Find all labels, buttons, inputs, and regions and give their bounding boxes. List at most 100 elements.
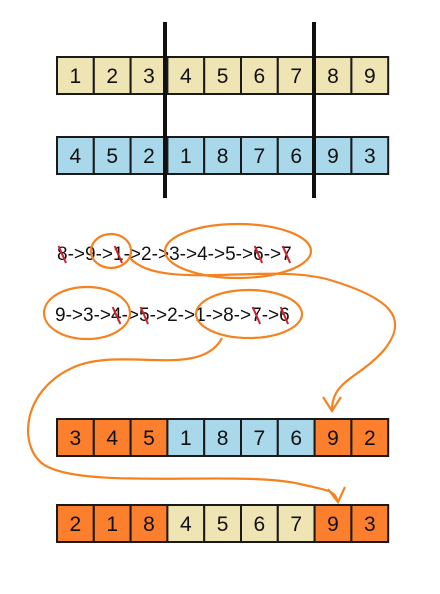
cell-value: 9: [327, 427, 339, 450]
array-cell: 7: [240, 418, 279, 457]
cell-value: 6: [254, 513, 266, 536]
cell-box: [129, 56, 169, 95]
array-cell: 6: [276, 418, 316, 457]
array-cell: 1: [166, 418, 206, 457]
cell-value: 8: [217, 427, 229, 450]
arrow-token: ->: [180, 244, 197, 265]
cell-box: [350, 56, 390, 95]
sequence-2: 9->3->4->5->2->1->8->7->6: [55, 305, 290, 326]
sequence-token: 2: [167, 305, 178, 326]
cell-value: 5: [217, 513, 229, 536]
arrow-token: ->: [66, 305, 83, 326]
cell-box: [166, 504, 206, 543]
cell-value: 4: [180, 65, 192, 88]
arrow-head-1: [322, 396, 342, 414]
cut-lines: [163, 22, 316, 198]
cell-box: [129, 418, 169, 457]
cell-value: 5: [143, 427, 155, 450]
cell-value: 3: [364, 513, 376, 536]
array-cell: 9: [313, 418, 353, 457]
array-cell: 5: [203, 56, 242, 95]
sequence-token: 9: [55, 305, 66, 326]
array-cell: 5: [203, 504, 242, 543]
cell-value: 5: [106, 145, 118, 168]
cell-box: [92, 56, 132, 95]
array-cell: 2: [129, 136, 169, 175]
cell-box: [276, 504, 316, 543]
cell-value: 7: [254, 427, 266, 450]
highlight-ellipse-4: [194, 288, 304, 340]
cell-value: 9: [327, 513, 339, 536]
array-cell: 1: [166, 136, 206, 175]
sequence-token: 2: [141, 244, 152, 265]
arrow-token: ->: [236, 244, 253, 265]
cell-value: 1: [70, 65, 82, 88]
array-cell: 8: [203, 418, 242, 457]
arrow-head-2: [327, 486, 346, 505]
connector-curve-1: [129, 257, 397, 411]
cell-value: 6: [254, 65, 266, 88]
highlight-ellipse-1: [89, 232, 133, 270]
cell-value: 2: [70, 513, 82, 536]
highlight-ellipse-3: [42, 285, 132, 341]
cell-value: 3: [70, 427, 82, 450]
cell-box: [129, 136, 169, 175]
cell-box: [92, 418, 132, 457]
cell-value: 8: [143, 513, 155, 536]
array-cell: 5: [92, 136, 132, 175]
cell-box: [350, 136, 390, 175]
array-cell: 4: [92, 418, 132, 457]
cell-value: 4: [106, 427, 118, 450]
strike-mark: [113, 245, 123, 264]
strike-mark: [251, 306, 262, 325]
cell-box: [350, 418, 390, 457]
highlight-ellipse-2: [163, 222, 313, 280]
cell-box: [203, 56, 242, 95]
strike-mark: [139, 306, 149, 325]
cell-box: [56, 56, 95, 95]
arrow-token: ->: [262, 305, 279, 326]
arrow-token: ->: [94, 305, 111, 326]
cell-value: 9: [364, 65, 376, 88]
cell-box: [276, 136, 316, 175]
array-cell: 3: [350, 504, 390, 543]
array-cell: 1: [92, 504, 132, 543]
arrow-token: ->: [206, 305, 223, 326]
array-cell: 6: [240, 56, 279, 95]
cell-value: 4: [180, 513, 192, 536]
array-cell: 4: [166, 56, 206, 95]
cell-value: 4: [70, 145, 82, 168]
array-cell: 8: [203, 136, 242, 175]
array-cell: 2: [56, 504, 95, 543]
array-cell: 3: [56, 418, 95, 457]
cell-box: [56, 418, 95, 457]
sequence-token: 3: [83, 305, 94, 326]
arrow-token: ->: [234, 305, 251, 326]
array-cell: 6: [276, 136, 316, 175]
cell-value: 9: [327, 145, 339, 168]
strike-mark: [111, 306, 122, 325]
sequence-token: 4: [197, 244, 208, 265]
array-cell: 7: [276, 56, 316, 95]
arrow-token: ->: [96, 244, 113, 265]
cell-value: 1: [180, 427, 192, 450]
sequences-layer: 8->9->1->2->3->4->5->6->79->3->4->5->2->…: [55, 244, 292, 326]
array-cell: 5: [129, 418, 169, 457]
array-cell: 4: [166, 504, 206, 543]
strike-mark: [253, 245, 264, 264]
cell-value: 6: [290, 145, 302, 168]
array-cell: 9: [350, 56, 390, 95]
cell-box: [203, 418, 242, 457]
cell-value: 3: [364, 145, 376, 168]
arrow-token: ->: [264, 244, 281, 265]
cell-box: [276, 418, 316, 457]
cell-value: 6: [290, 427, 302, 450]
cell-box: [56, 136, 95, 175]
array-cell: 7: [276, 504, 316, 543]
cell-value: 2: [143, 145, 155, 168]
